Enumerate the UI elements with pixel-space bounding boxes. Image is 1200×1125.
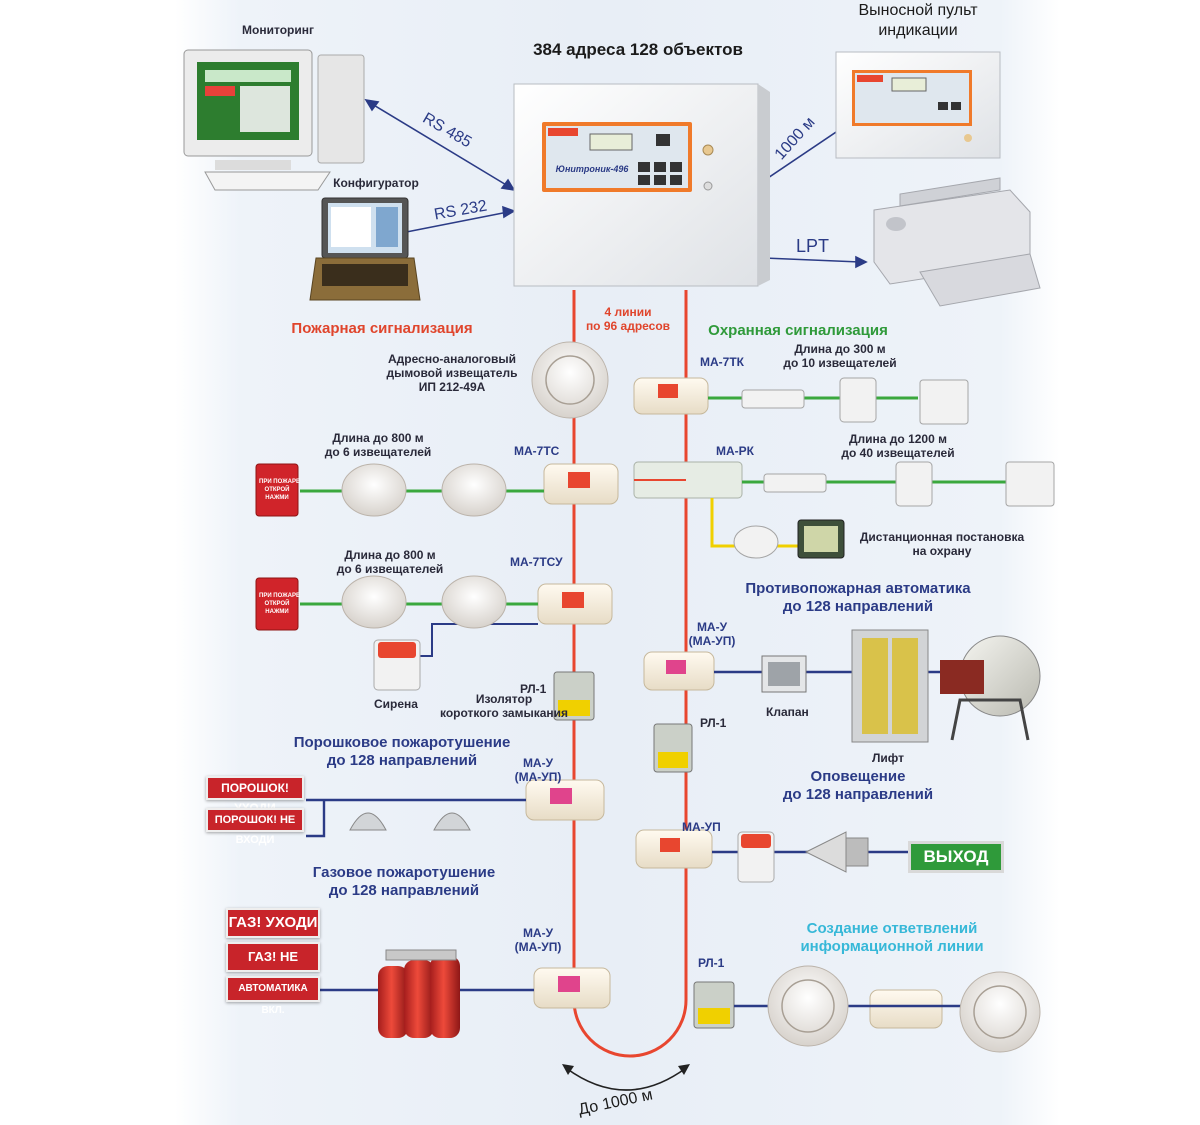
- fan-unit: [940, 635, 1041, 741]
- isolators: [553, 671, 735, 1029]
- security-heading: Охранная сигнализация: [708, 322, 888, 339]
- module-branch: [869, 989, 943, 1029]
- main-control-panel: [513, 83, 770, 287]
- lpt-label: LPT: [796, 236, 830, 256]
- configurator-label: Конфигуратор: [333, 176, 419, 190]
- automation-mau-label: МА-У(МА-УП): [688, 620, 736, 648]
- horn-speaker: [804, 831, 869, 873]
- remote-arm-pad: [797, 519, 845, 559]
- lift-label: Лифт: [872, 751, 905, 765]
- diagram-title: 384 адреса 128 объектов: [533, 40, 743, 59]
- powder-mau-label: МА-У(МА-УП): [514, 756, 562, 784]
- fire-heading: Пожарная сигнализация: [291, 320, 473, 337]
- gas-sign-leave: ГАЗ! УХОДИ: [226, 908, 320, 938]
- powder-sign-leave: ПОРОШОК! УХОДИ: [206, 776, 304, 815]
- lift: [851, 629, 929, 743]
- valve: [761, 655, 807, 693]
- branch-rl1-label: РЛ-1: [698, 956, 725, 970]
- monitoring-computer: [183, 49, 365, 191]
- siren: [373, 639, 775, 883]
- ma7tk-label: МА-7ТК: [700, 355, 744, 369]
- fire-rl1-label: РЛ-1: [520, 682, 547, 696]
- automation-rl1-label: РЛ-1: [700, 716, 727, 730]
- powder-nozzles: [349, 812, 471, 831]
- gas-sign-automation: АВТОМАТИКА ВКЛ.: [226, 976, 320, 1016]
- configurator-laptop: [309, 197, 421, 301]
- manual-call-points: [255, 463, 299, 631]
- panel-brand-label: Юнитроник-496: [555, 164, 629, 174]
- valve-label: Клапан: [766, 705, 809, 719]
- ma7tcu-label: МА-7ТСУ: [510, 555, 563, 569]
- security-sensors: [733, 377, 1055, 559]
- powder-sign-no-entry: ПОРОШОК! НЕ ВХОДИ: [206, 808, 304, 846]
- main-loop-line: [572, 290, 688, 1058]
- ma7tc-label: МА-7ТС: [514, 444, 560, 458]
- smoke-detectors: [341, 341, 1041, 1053]
- exit-sign: ВЫХОД: [908, 841, 1004, 873]
- printer: [873, 177, 1041, 307]
- gas-sign-no-entry: ГАЗ! НЕ ВХОДИ: [226, 942, 320, 990]
- remote-indication-panel: [835, 51, 1001, 159]
- monitoring-label: Мониторинг: [242, 23, 314, 37]
- distance-arc: [565, 1067, 687, 1091]
- notification-maup-label: МА-УП: [682, 820, 721, 834]
- mark-label: МА-РК: [716, 444, 754, 458]
- gas-cylinders: [378, 949, 460, 1038]
- gas-mau-label: МА-У(МА-УП): [514, 926, 562, 954]
- siren-label: Сирена: [374, 697, 418, 711]
